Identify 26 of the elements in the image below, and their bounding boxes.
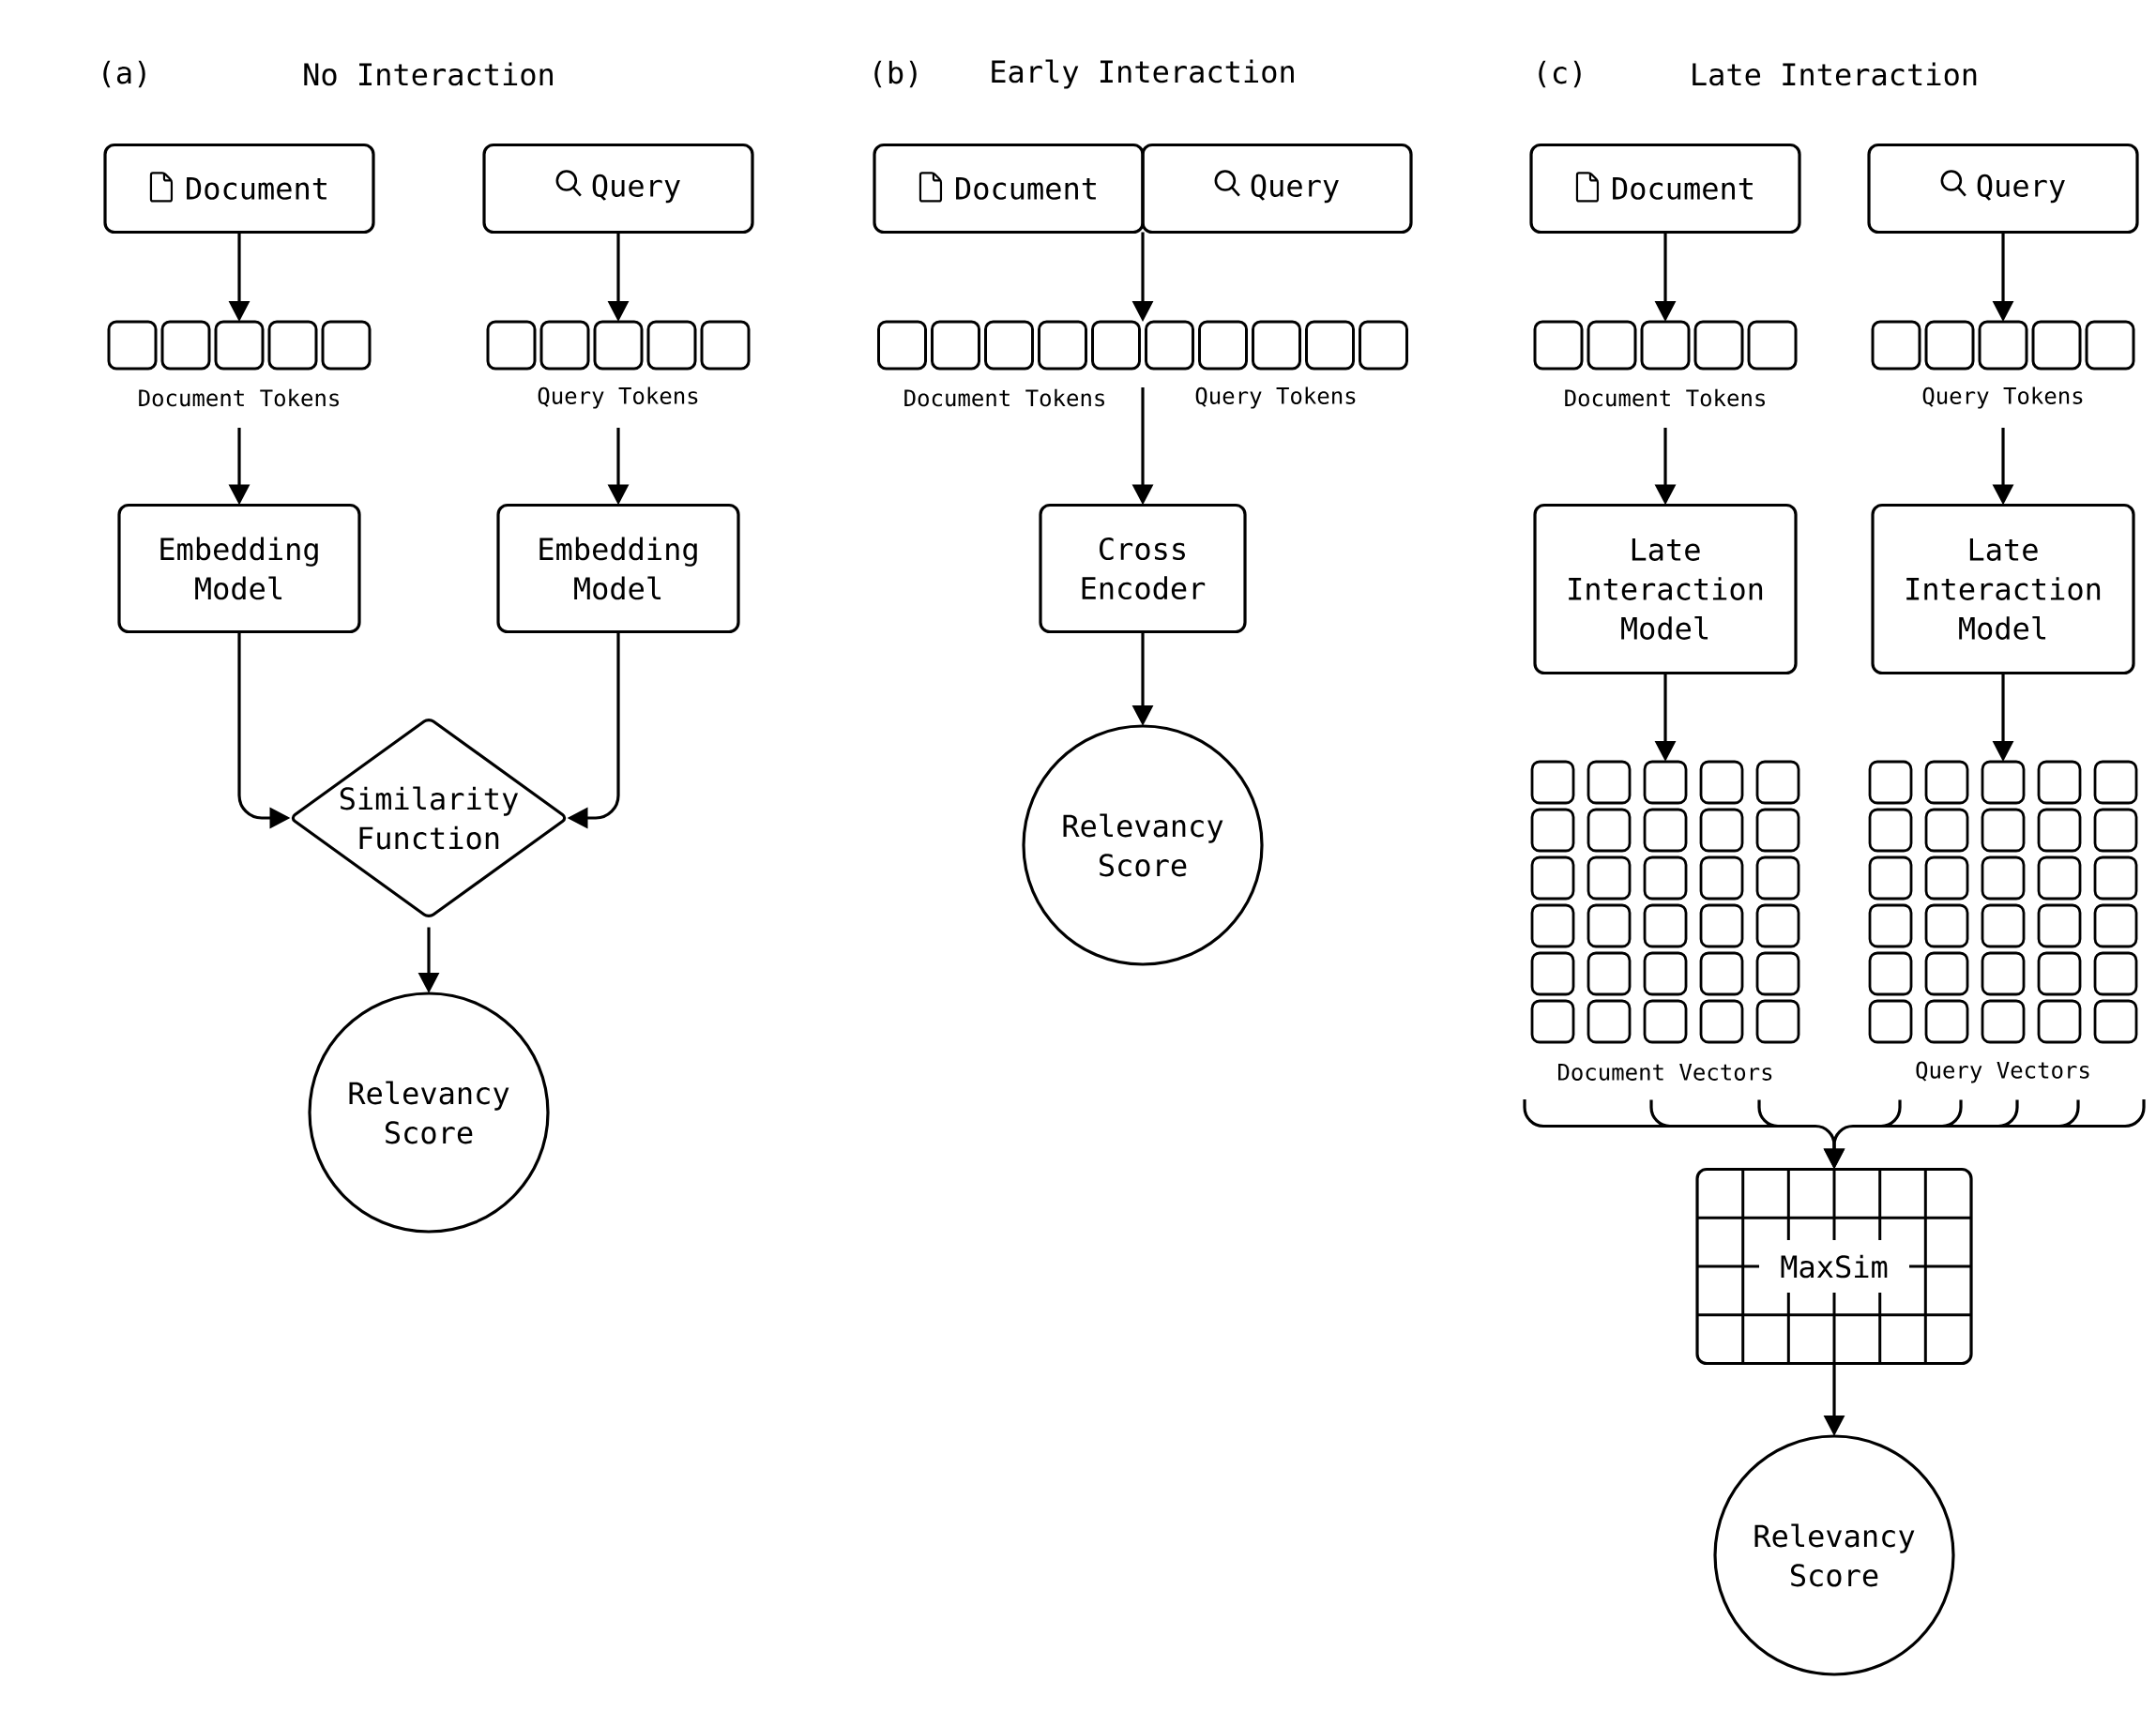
input-box: Query xyxy=(1867,143,2139,235)
token-label: Query Tokens xyxy=(1195,386,1356,409)
panel-letter: (c) xyxy=(1539,60,1581,88)
input-box: Query xyxy=(482,143,754,235)
token-label: Document Tokens xyxy=(904,388,1104,407)
panel-title: Early Interaction xyxy=(992,59,1294,89)
matrix-box: MaxSim xyxy=(1695,1167,1973,1366)
process-box: Late Interaction Model xyxy=(1533,503,1798,675)
process-box: Embedding Model xyxy=(496,503,740,634)
token-label: Query Tokens xyxy=(1922,386,2083,409)
process-box: Late Interaction Model xyxy=(1871,503,2135,675)
token-label: Document Tokens xyxy=(1565,388,1765,407)
input-box: Query xyxy=(1141,143,1413,235)
input-box: Document xyxy=(873,143,1145,235)
process-box: Cross Encoder xyxy=(1039,503,1247,634)
token-label: Query Tokens xyxy=(538,386,698,409)
vector-label: Query Vectors xyxy=(1916,1061,2089,1083)
input-box: Document xyxy=(1529,143,1801,235)
input-box: Document xyxy=(103,143,375,235)
vector-label: Document Vectors xyxy=(1558,1064,1772,1081)
panel-letter: (b) xyxy=(874,60,917,88)
process-box: Embedding Model xyxy=(117,503,361,634)
panel-title: Late Interaction xyxy=(1693,62,1977,86)
panel-letter: (a) xyxy=(103,60,145,88)
token-label: Document Tokens xyxy=(139,388,339,407)
panel-title: No Interaction xyxy=(304,62,553,86)
